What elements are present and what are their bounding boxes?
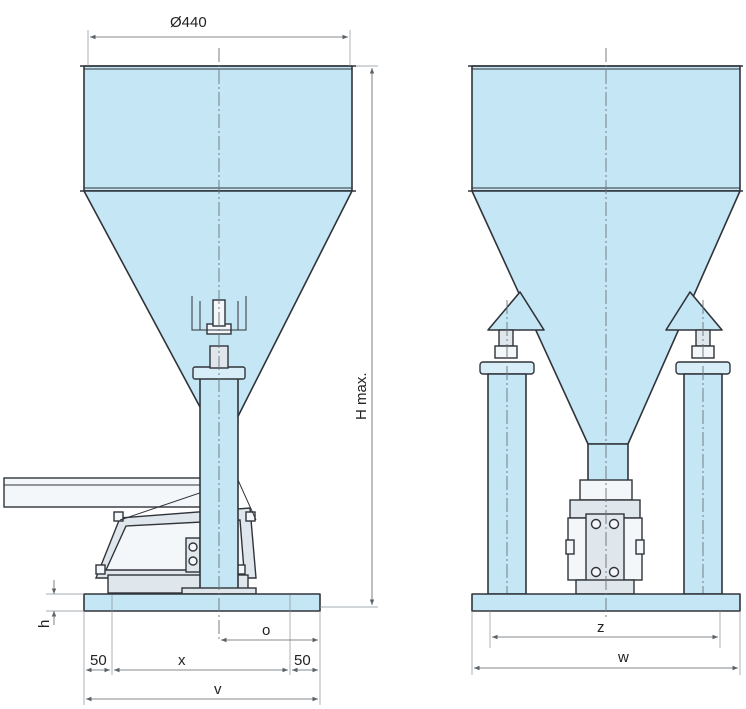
height-max-label: H max. [353,372,370,420]
side-view: Ø440 H max. h o [3,14,378,705]
h-dimension: h [36,580,84,628]
z-dimension: z [489,611,721,648]
front-view: z w [468,48,743,675]
right-bracket [665,291,723,331]
margin-right-label: 50 [294,652,311,669]
feeder-trough [3,477,220,508]
hopper-cylinder [83,65,353,192]
height-dimension: H max. [320,65,378,608]
o-dimension: o [221,611,321,648]
right-support-leg [675,300,731,600]
margin-left-label: 50 [90,652,107,669]
front-feeder-unit [565,479,645,595]
v-label: v [214,681,222,698]
w-dimension: w [471,611,741,675]
x-label: x [178,652,186,669]
h-label: h [36,620,53,628]
z-label: z [597,619,605,636]
left-support-leg [479,300,535,600]
x-dimension-chain: 50 x 50 [83,595,318,705]
front-hopper-cylinder [471,65,741,192]
diameter-label: Ø440 [170,14,207,31]
w-label: w [617,649,629,666]
base-plate [83,593,321,612]
diameter-dimension: Ø440 [87,14,351,66]
left-bracket [487,291,545,331]
o-label: o [262,622,270,639]
v-dimension: v [86,648,321,705]
